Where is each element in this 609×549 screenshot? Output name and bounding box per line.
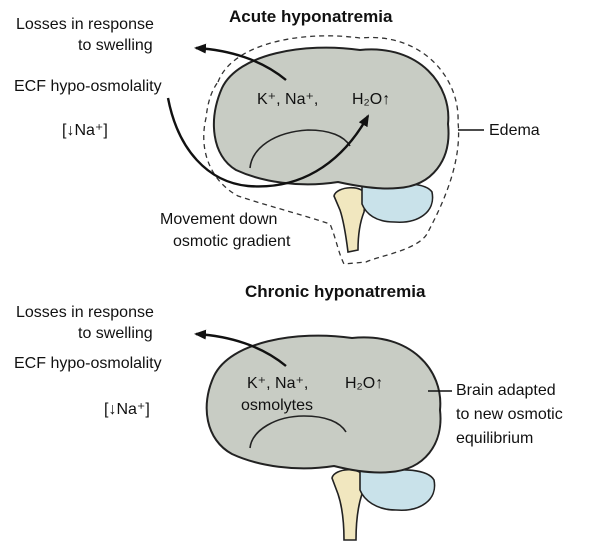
chronic-ecf-label: ECF hypo-osmolality <box>14 355 162 372</box>
acute-cerebrum <box>212 46 450 190</box>
acute-movement-line1: Movement down <box>160 211 277 228</box>
chronic-cerebrum <box>205 334 442 474</box>
chronic-ions-line1: K⁺, Na⁺, <box>247 375 308 392</box>
acute-brainstem <box>333 186 367 253</box>
acute-losses-line2: to swelling <box>78 37 153 54</box>
chronic-cerebellum <box>359 468 436 511</box>
chronic-adapted-line3: equilibrium <box>456 430 533 447</box>
chronic-adapted-line1: Brain adapted <box>456 382 556 399</box>
acute-swelling-halo <box>203 35 460 265</box>
acute-losses-line1: Losses in response <box>16 16 154 33</box>
acute-water: H₂O↑ <box>352 91 390 108</box>
chronic-title: Chronic hyponatremia <box>245 282 426 301</box>
chronic-losses-line2: to swelling <box>78 325 153 342</box>
chronic-panel: Chronic hyponatremia Losses in response … <box>14 282 563 541</box>
acute-sulcus <box>249 129 351 169</box>
acute-ecf-label: ECF hypo-osmolality <box>14 78 162 95</box>
acute-edema-label: Edema <box>489 122 540 139</box>
chronic-adapted-line2: to new osmotic <box>456 406 563 423</box>
chronic-losses-arrow <box>194 329 287 367</box>
chronic-na-bracket: [↓Na⁺] <box>104 401 150 418</box>
acute-ions: K⁺, Na⁺, <box>257 91 318 108</box>
chronic-ions-line2: osmolytes <box>241 397 313 414</box>
chronic-losses-line1: Losses in response <box>16 304 154 321</box>
acute-losses-arrow <box>194 43 287 81</box>
acute-panel: Acute hyponatremia Losses in response to… <box>14 7 540 265</box>
chronic-water: H₂O↑ <box>345 375 383 392</box>
acute-cerebellum <box>361 182 434 223</box>
acute-movement-line2: osmotic gradient <box>173 233 291 250</box>
acute-na-bracket: [↓Na⁺] <box>62 122 108 139</box>
chronic-sulcus <box>249 415 347 449</box>
acute-water-arrow <box>166 97 370 188</box>
acute-title: Acute hyponatremia <box>229 7 393 26</box>
